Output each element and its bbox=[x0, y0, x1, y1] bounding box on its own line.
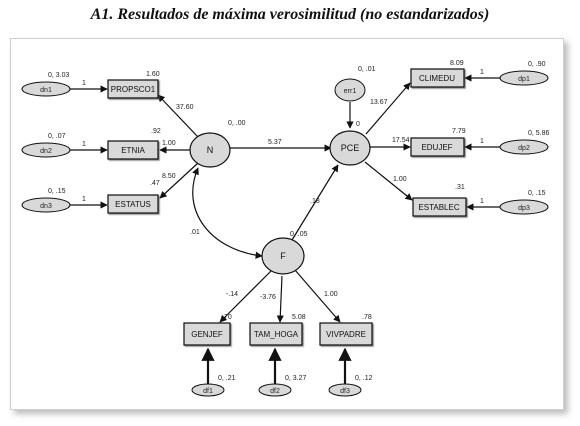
svg-text:ETNIA: ETNIA bbox=[121, 146, 145, 155]
svg-text:PROPSCO1: PROPSCO1 bbox=[111, 85, 156, 94]
error-dp2: dp2 0, 5.86 1 bbox=[480, 130, 550, 155]
svg-text:ESTABLEC: ESTABLEC bbox=[418, 203, 459, 212]
latent-f-label: F bbox=[280, 251, 286, 261]
svg-text:dn1: dn1 bbox=[40, 87, 52, 94]
svg-text:VIVPADRE: VIVPADRE bbox=[326, 330, 366, 339]
latent-pce: PCE 0 bbox=[329, 121, 371, 166]
cov-n-f bbox=[192, 167, 263, 259]
path-dn1-weight: 1 bbox=[82, 80, 86, 87]
latent-n-variance: 0, .00 bbox=[228, 120, 246, 127]
observed-estatus: ESTATUS .47 bbox=[107, 180, 160, 214]
svg-text:dn3: dn3 bbox=[40, 203, 52, 210]
error-dn1: dn1 0, 3.03 1 bbox=[21, 72, 86, 97]
path-f-vivpadre bbox=[294, 269, 341, 323]
error-dp1: dp1 0, .90 1 bbox=[480, 61, 549, 86]
observed-etnia: ETNIA .92 bbox=[107, 128, 161, 160]
svg-text:EDUJEF: EDUJEF bbox=[421, 143, 452, 152]
observed-genjef: GENJEF .70 bbox=[183, 314, 232, 346]
latent-f: F 0, .05 bbox=[261, 231, 308, 275]
coef-pce-edujef: 17.54 bbox=[392, 137, 410, 144]
error-df1-variance: 0, .21 bbox=[218, 375, 236, 382]
error-dn2: dn2 0, .07 1 bbox=[21, 133, 86, 158]
latent-f-variance: 0, .05 bbox=[290, 231, 308, 238]
latent-n: N 0, .00 bbox=[189, 120, 246, 168]
observed-propsco-intercept: 1.60 bbox=[146, 71, 160, 78]
svg-text:TAM_HOGA: TAM_HOGA bbox=[254, 330, 299, 339]
path-pce-establec bbox=[364, 161, 413, 201]
coef-pce-climedu: 13.67 bbox=[370, 99, 388, 106]
coef-f-genjef: -.14 bbox=[226, 291, 238, 298]
svg-text:ESTATUS: ESTATUS bbox=[115, 200, 151, 209]
observed-propsco: PROPSCO1 1.60 bbox=[107, 71, 160, 99]
error-dp3: dp3 0, .15 1 bbox=[480, 190, 549, 215]
error-df2: df2 0, 3.27 bbox=[258, 375, 307, 397]
svg-text:df2: df2 bbox=[270, 388, 280, 395]
path-dp2-weight: 1 bbox=[480, 138, 484, 145]
path-f-tamhoga bbox=[276, 275, 284, 323]
observed-genjef-intercept: .70 bbox=[222, 314, 232, 321]
coef-n-f-cov: .01 bbox=[190, 229, 200, 236]
svg-text:dp3: dp3 bbox=[518, 205, 530, 212]
coef-f-tamhoga: -3.76 bbox=[260, 294, 276, 301]
observed-edujef: EDUJEF 7.79 bbox=[410, 128, 466, 157]
coef-n-pce: 5.37 bbox=[268, 139, 282, 146]
coef-f-vivpadre: 1.00 bbox=[324, 291, 338, 298]
svg-text:df3: df3 bbox=[340, 388, 350, 395]
observed-vivpadre: VIVPADRE .78 bbox=[319, 314, 373, 346]
observed-establec-intercept: .31 bbox=[455, 184, 465, 191]
path-n-estatus bbox=[159, 162, 199, 199]
coef-n-estatus: 8.50 bbox=[162, 173, 176, 180]
observed-tamhoga: TAM_HOGA 5.08 bbox=[249, 314, 306, 346]
diagram-frame bbox=[10, 38, 564, 410]
path-dn3-weight: 1 bbox=[82, 196, 86, 203]
path-dp3-weight: 1 bbox=[480, 198, 484, 205]
path-pce-climedu bbox=[365, 82, 411, 135]
observed-edujef-intercept: 7.79 bbox=[452, 128, 466, 135]
path-dp1-weight: 1 bbox=[480, 69, 484, 76]
latent-pce-label: PCE bbox=[341, 143, 360, 153]
svg-text:dp2: dp2 bbox=[518, 145, 530, 152]
svg-text:CLIMEDU: CLIMEDU bbox=[419, 74, 455, 83]
latent-n-label: N bbox=[207, 145, 214, 155]
coef-n-propsco: 37.60 bbox=[176, 104, 194, 111]
svg-text:dn2: dn2 bbox=[40, 148, 52, 155]
path-f-genjef bbox=[219, 269, 273, 323]
error-df3-variance: 0, .12 bbox=[355, 375, 373, 382]
error-df2-variance: 0, 3.27 bbox=[285, 375, 307, 382]
error-df3: df3 0, .12 bbox=[328, 375, 373, 397]
coef-n-etnia: 1.00 bbox=[162, 140, 176, 147]
observed-vivpadre-intercept: .78 bbox=[362, 314, 372, 321]
observed-climedu: CLIMEDU 8.09 bbox=[410, 60, 465, 88]
coef-f-pce: .18 bbox=[310, 198, 320, 205]
svg-text:err1: err1 bbox=[344, 88, 357, 95]
error-err1: err1 0, .01 bbox=[334, 66, 376, 102]
error-dn3: dn3 0, .15 1 bbox=[21, 188, 86, 213]
error-dp3-variance: 0, .15 bbox=[528, 190, 546, 197]
error-err1-variance: 0, .01 bbox=[358, 66, 376, 73]
svg-text:df1: df1 bbox=[203, 388, 213, 395]
path-dn2-weight: 1 bbox=[82, 141, 86, 148]
observed-climedu-intercept: 8.09 bbox=[450, 60, 464, 67]
path-n-propsco bbox=[157, 94, 199, 138]
observed-etnia-intercept: .92 bbox=[151, 128, 161, 135]
path-f-pce bbox=[291, 164, 339, 241]
error-dn2-variance: 0, .07 bbox=[48, 133, 66, 140]
observed-tamhoga-intercept: 5.08 bbox=[292, 314, 306, 321]
latent-pce-variance: 0 bbox=[356, 121, 360, 128]
observed-establec: ESTABLEC .31 bbox=[412, 184, 467, 217]
error-df1: df1 0, .21 bbox=[191, 375, 236, 397]
error-dn1-variance: 0, 3.03 bbox=[48, 72, 70, 79]
coef-pce-establec: 1.00 bbox=[393, 176, 407, 183]
error-dp1-variance: 0, .90 bbox=[528, 61, 546, 68]
diagram-title: A1. Resultados de máxima verosimilitud (… bbox=[90, 6, 490, 23]
observed-estatus-intercept: .47 bbox=[150, 180, 160, 187]
error-dp2-variance: 0, 5.86 bbox=[528, 130, 550, 137]
svg-text:dp1: dp1 bbox=[518, 76, 530, 83]
svg-text:GENJEF: GENJEF bbox=[191, 330, 223, 339]
error-dn3-variance: 0, .15 bbox=[48, 188, 66, 195]
